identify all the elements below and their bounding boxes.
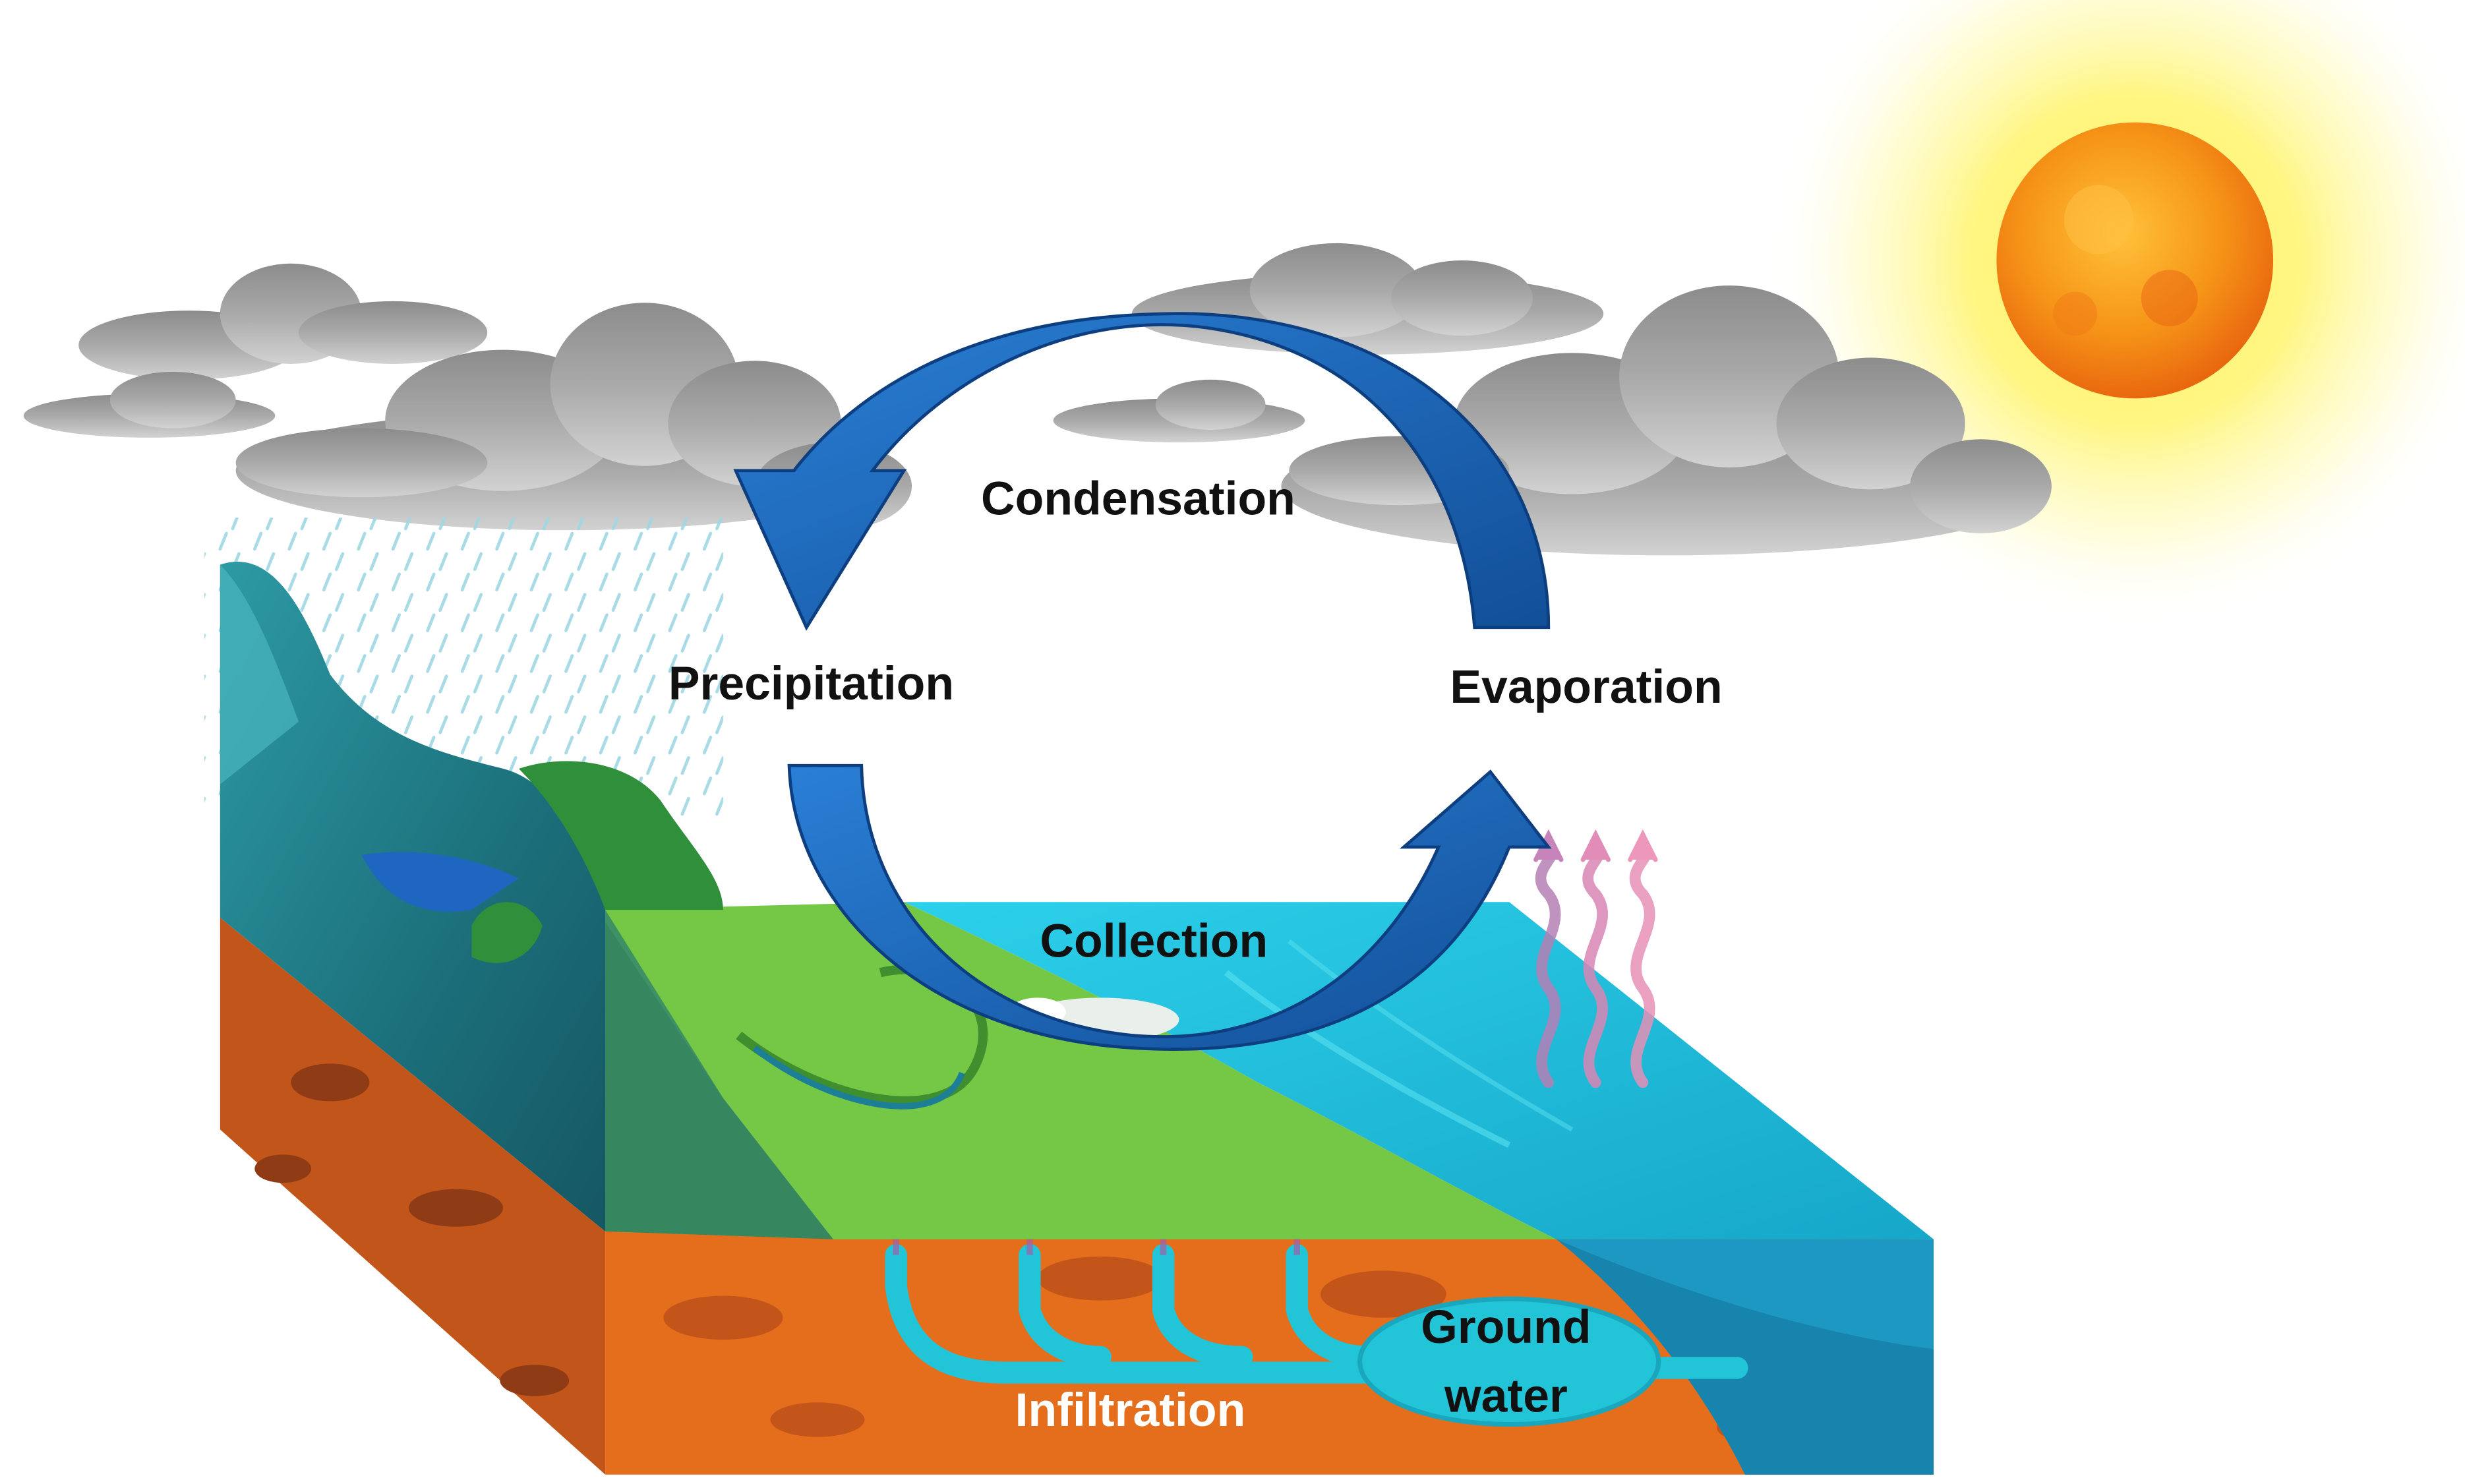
label-precipitation: Precipitation — [668, 657, 954, 710]
clouds — [23, 243, 2052, 556]
soil-layer — [220, 918, 1934, 1475]
evaporation-wave-icons — [1533, 829, 1658, 1088]
ocean — [904, 902, 1934, 1475]
label-collection: Collection — [1040, 915, 1268, 968]
infiltration-channels — [885, 1243, 1748, 1384]
label-evaporation: Evaporation — [1450, 661, 1722, 713]
cloud-icon — [1053, 243, 1604, 443]
label-ground-water-line1: Ground — [1421, 1301, 1591, 1353]
ground-water-reservoir — [1357, 1296, 1661, 1427]
cycle-arrow-top — [733, 312, 1551, 631]
label-ground-water-line2: water — [1444, 1370, 1568, 1423]
infiltration-highlights — [893, 1239, 1301, 1255]
label-condensation: Condensation — [981, 473, 1295, 525]
cycle-arrow-bottom — [787, 763, 1552, 1051]
cloud-icon — [23, 263, 488, 438]
mountain — [220, 562, 833, 1239]
label-infiltration: Infiltration — [1015, 1384, 1246, 1437]
